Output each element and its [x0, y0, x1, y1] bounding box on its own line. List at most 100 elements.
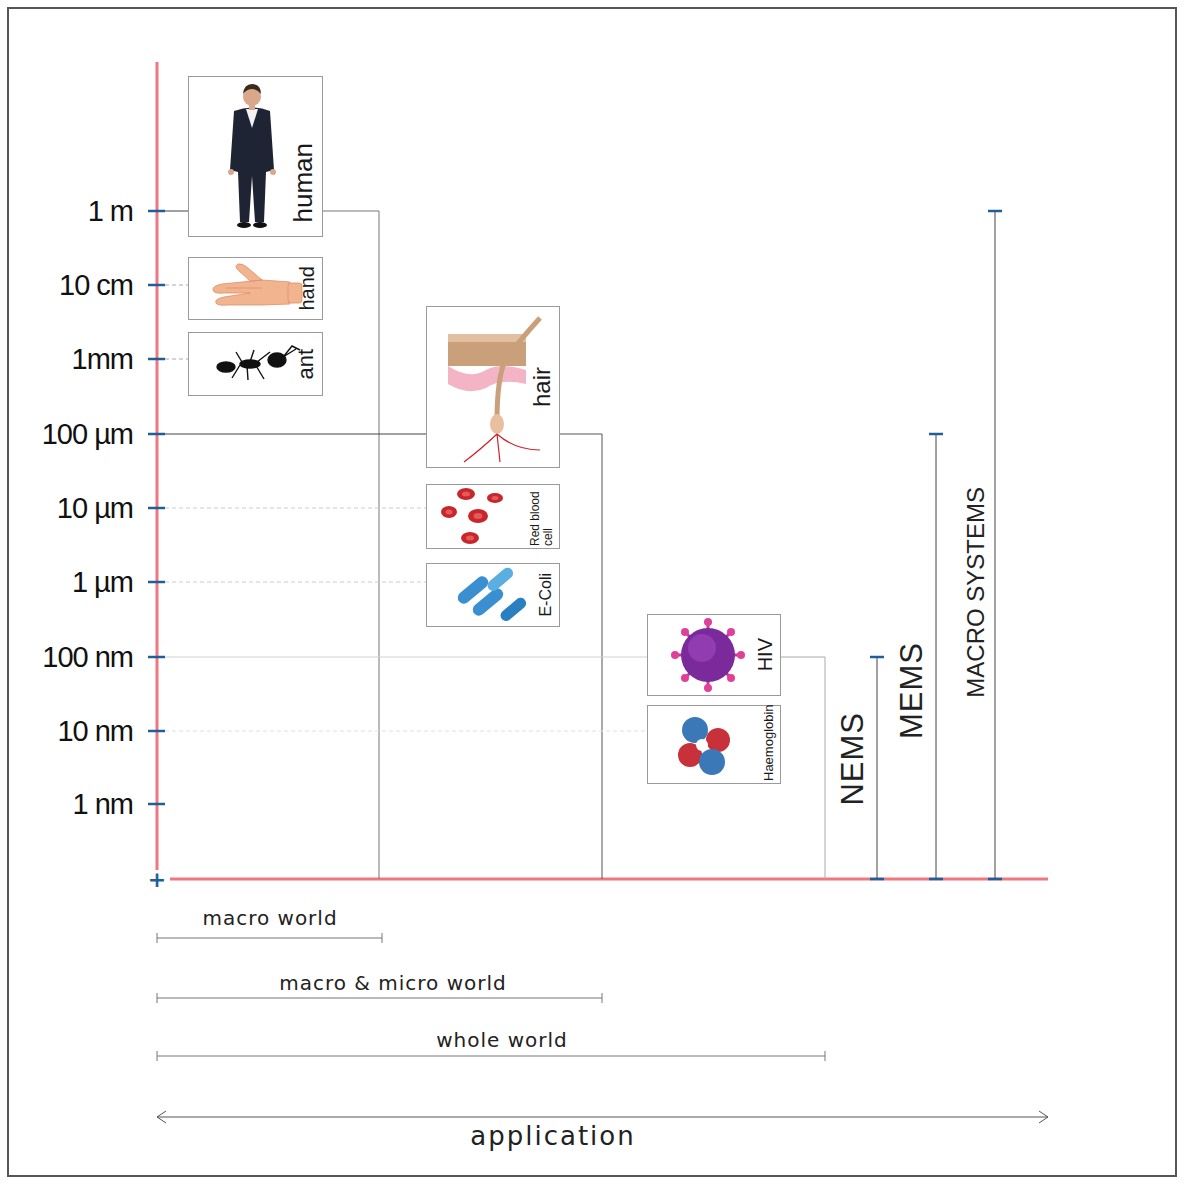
drawing-part	[448, 366, 526, 391]
drawing-part	[1039, 1111, 1048, 1123]
hair-figure	[448, 318, 540, 462]
drawing-part	[737, 651, 745, 659]
drawing-part	[148, 284, 165, 287]
drawing-part	[877, 657, 878, 879]
drawing-part	[681, 628, 689, 636]
drawing-part	[704, 684, 712, 692]
drawing-part	[671, 651, 679, 659]
drawing-part	[936, 434, 937, 879]
drawing-part	[253, 222, 267, 228]
drawing-part	[464, 434, 540, 462]
drawing-part	[165, 508, 426, 509]
drawing-part	[243, 84, 261, 94]
drawing-part	[236, 264, 262, 281]
haemoglobin-figure	[678, 717, 730, 775]
drawing-part	[498, 596, 528, 624]
drawing-part	[727, 628, 735, 636]
drawing-part	[237, 222, 251, 228]
drawing-part	[148, 656, 165, 659]
drawing-part	[165, 582, 426, 583]
ant-figure	[217, 346, 300, 380]
drawing-part	[230, 108, 274, 223]
drawing-part	[929, 878, 943, 881]
scale-label: 10 cm	[59, 269, 133, 302]
picture-box: E-Coli	[426, 563, 560, 627]
drawing-part	[457, 488, 475, 500]
drawing-part	[448, 334, 526, 342]
drawing-part	[236, 350, 270, 362]
drawing-part	[699, 749, 725, 775]
picture-label: Haemoglobin	[762, 708, 776, 781]
drawing-part	[148, 358, 165, 361]
drawing-part	[441, 506, 457, 518]
picture-box: Red blood cell	[426, 484, 560, 549]
bracket-label: macro world	[202, 906, 337, 930]
range-label: MACRO SYSTEMS	[963, 487, 989, 698]
drawing-part	[492, 496, 499, 500]
scale-label: 1mm	[72, 343, 133, 376]
drawing-part	[157, 1051, 158, 1061]
drawing-part	[706, 728, 730, 752]
drawing-part	[228, 169, 234, 175]
drawing-part	[470, 586, 505, 618]
drawing-part	[165, 211, 188, 212]
red-blood-cell-figure	[441, 488, 503, 544]
range-brackets	[157, 933, 825, 1061]
drawing-part	[246, 109, 258, 128]
scale-label: 1 nm	[73, 788, 133, 821]
drawing-part	[226, 288, 262, 289]
drawing-part	[148, 507, 165, 510]
drawing-part	[148, 210, 165, 213]
guide-lines	[165, 211, 825, 879]
drawing-part	[696, 739, 708, 751]
range-bars	[870, 211, 1002, 879]
drawing-part	[382, 933, 383, 943]
drawing-part	[474, 513, 483, 519]
picture-label: hair	[529, 367, 555, 407]
drawing-part	[671, 618, 745, 692]
scale-label: 100 µm	[42, 418, 133, 451]
picture-label: hand	[296, 266, 318, 311]
drawing-part	[602, 993, 603, 1003]
drawing-part	[148, 433, 165, 436]
drawing-part	[929, 433, 943, 436]
drawing-part	[704, 618, 712, 626]
drawing-part	[157, 938, 382, 939]
drawing-part	[674, 621, 742, 689]
drawing-part	[249, 105, 255, 110]
drawing-part	[268, 353, 286, 367]
drawing-part	[323, 211, 379, 879]
drawing-part	[988, 878, 1002, 881]
picture-box: ant	[188, 332, 323, 396]
drawing-part	[157, 1056, 825, 1057]
drawing-part	[148, 803, 165, 806]
picture-label: Red blood cell	[529, 487, 555, 546]
human-figure	[228, 84, 276, 228]
drawing-part	[165, 657, 647, 658]
scale-label: 100 nm	[42, 641, 133, 674]
e-coli-figure	[455, 566, 528, 624]
drawing-part	[232, 364, 264, 380]
drawing-part	[157, 993, 158, 1003]
drawing-part	[165, 285, 188, 286]
drawing-part	[681, 674, 689, 682]
range-label: NEMS	[836, 712, 870, 806]
scale-label: 10 nm	[57, 715, 133, 748]
axis-ticks	[148, 211, 165, 804]
drawing-part	[461, 532, 479, 544]
drawing-part	[988, 210, 1002, 213]
drawing-part	[825, 1051, 826, 1061]
origin-mark: +	[148, 869, 166, 891]
drawing-part	[165, 434, 426, 435]
drawing-part	[165, 359, 188, 360]
picture-box: hand	[188, 257, 323, 320]
drawing-part	[485, 566, 515, 594]
scale-label: 10 µm	[57, 492, 133, 525]
drawing-part	[165, 731, 647, 732]
drawing-part	[157, 933, 158, 943]
drawing-part	[148, 581, 165, 584]
hiv-figure	[671, 618, 745, 692]
page-frame	[8, 8, 1176, 1176]
axis-title: application	[470, 1121, 635, 1151]
